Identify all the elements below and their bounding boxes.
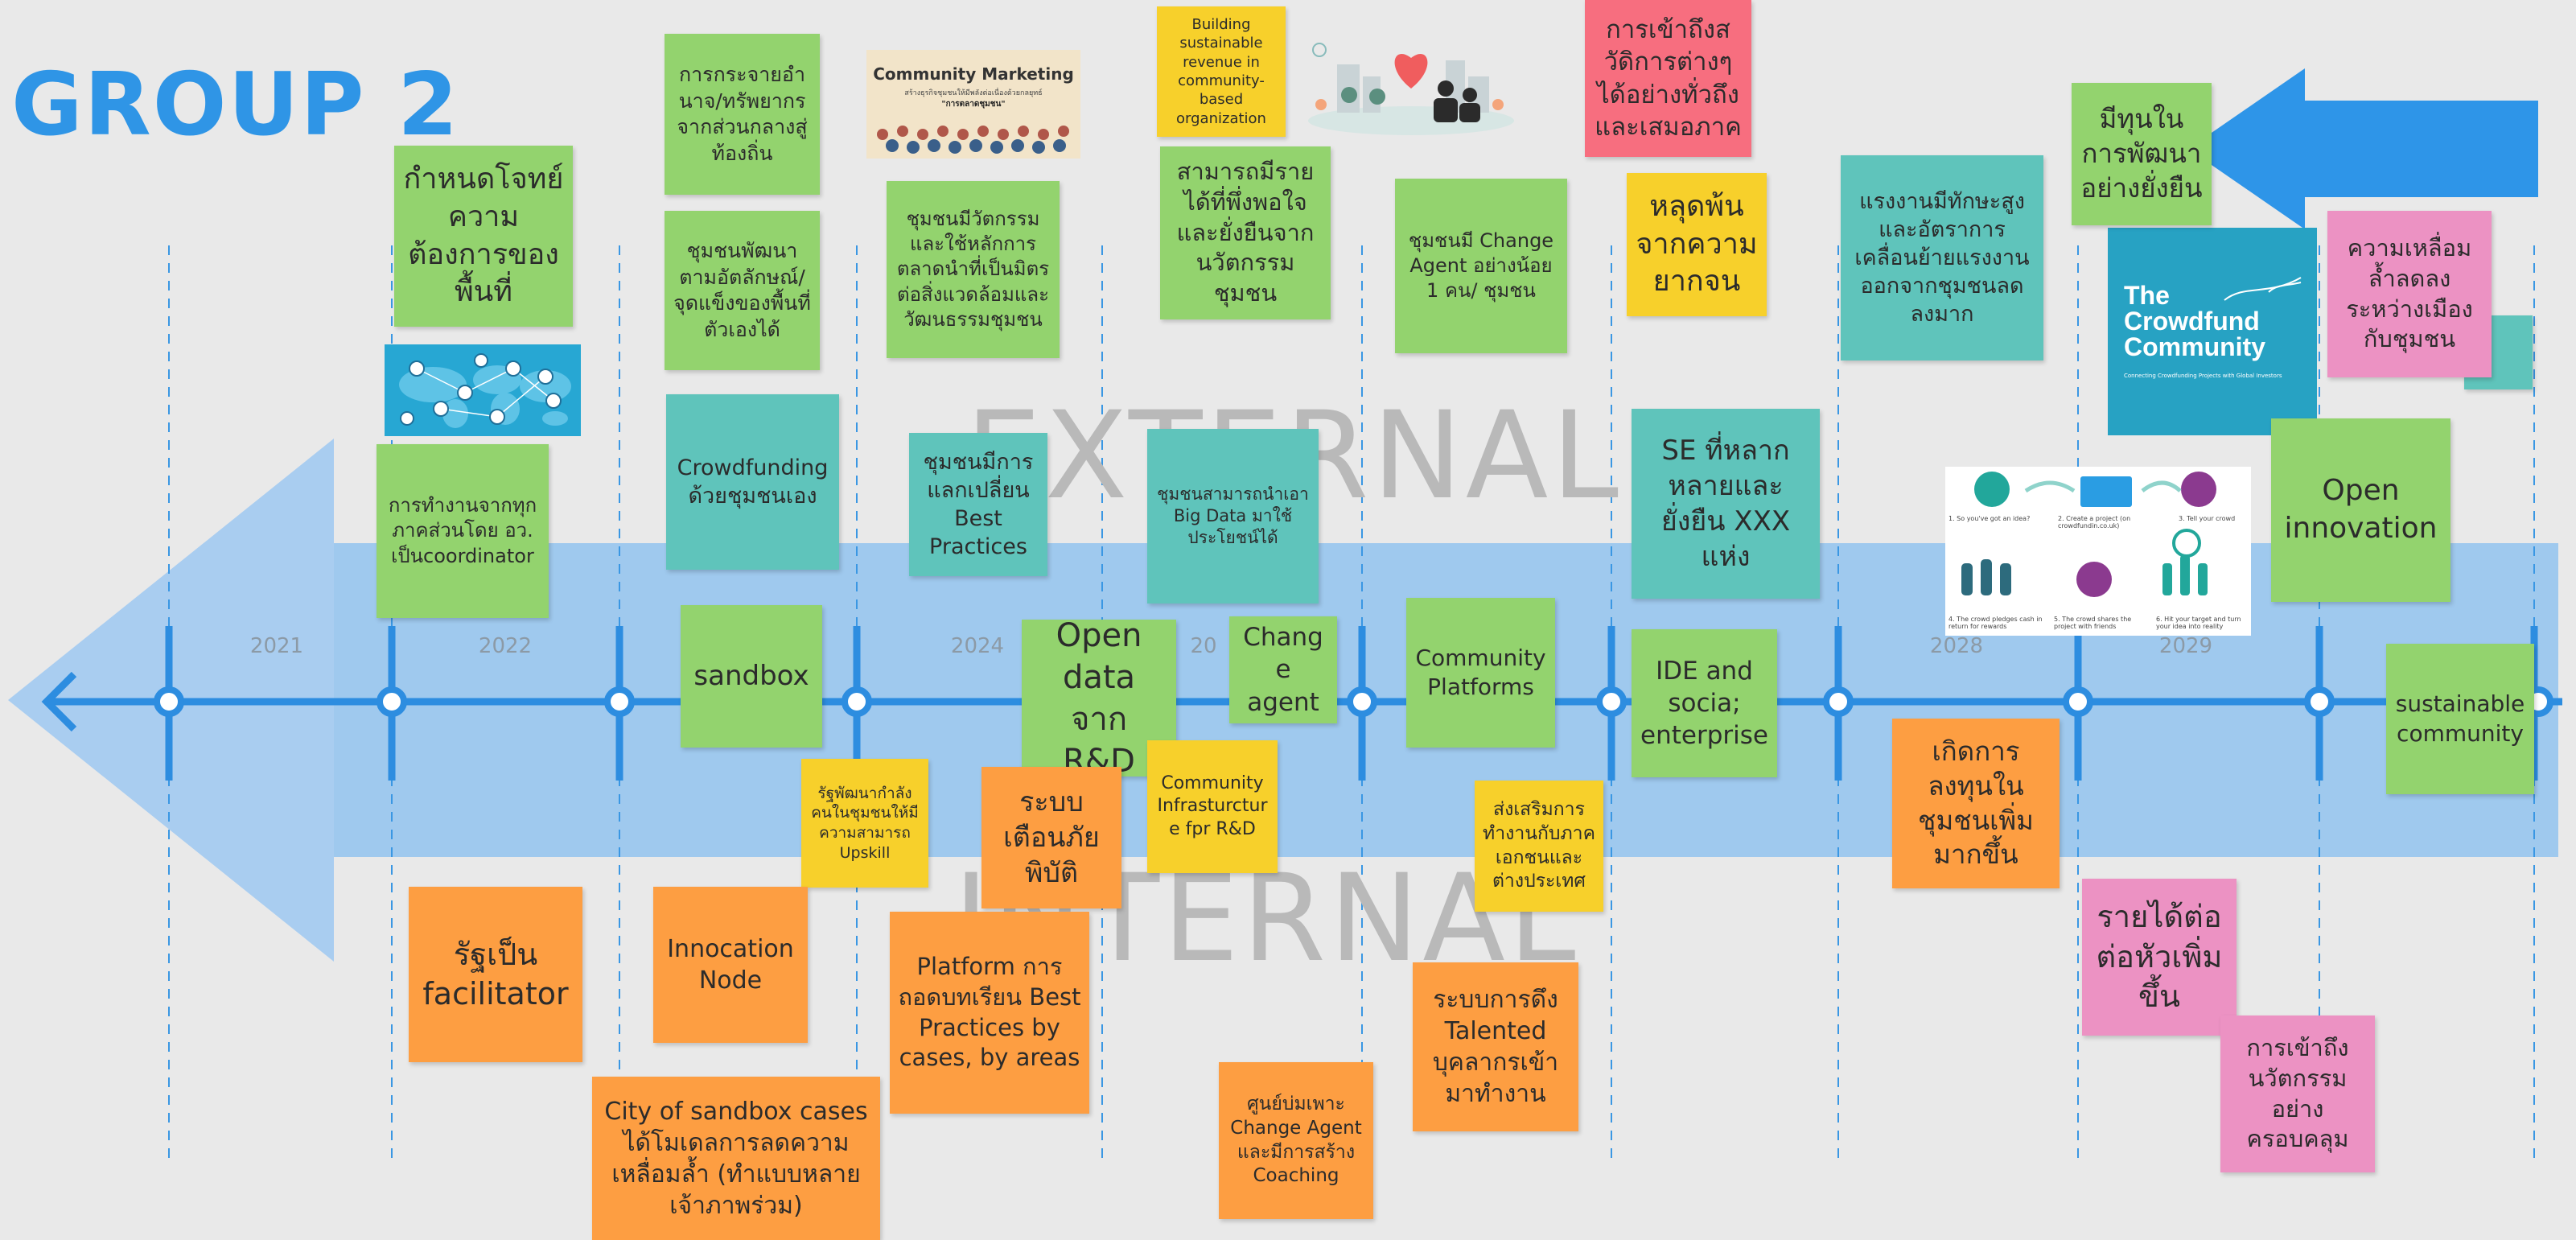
- step-3: 3. Tell your crowd: [2179, 515, 2236, 522]
- sticky-note[interactable]: ชุมชนมี Change Agent อย่างน้อย 1 คน/ ชุม…: [1395, 179, 1567, 353]
- sticky-note[interactable]: หลุดพ้นจากความยากจน: [1627, 173, 1767, 316]
- world-map-icon: [399, 353, 571, 428]
- sticky-note[interactable]: ชุมชนสามารถนำเอา Big Data มาใช้ประโยชน์ไ…: [1147, 429, 1319, 604]
- sticky-note[interactable]: แรงงานมีทักษะสูงและอัตราการเคลื่อนย้ายแร…: [1841, 155, 2043, 360]
- axis-arrowhead: [41, 671, 77, 732]
- step-1: 1. So you've got an idea?: [1948, 515, 2031, 522]
- sticky-note[interactable]: ส่งเสริมการทำงานกับภาคเอกชนและต่างประเทศ: [1475, 781, 1603, 912]
- year-label: 2022: [478, 634, 533, 658]
- sticky-note[interactable]: การกระจายอำนาจ/ทรัพยากรจากส่วนกลางสู่ท้อ…: [665, 34, 820, 195]
- sticky-note[interactable]: ศูนย์บ่มเพาะ Change Agent และมีการสร้าง …: [1219, 1062, 1373, 1219]
- community-marketing-subtitle: สร้างธุรกิจชุมชนให้มีพลังต่อเนื่องด้วยกล…: [904, 89, 1043, 97]
- steps-icons: [1961, 472, 2216, 597]
- direction-arrow: [2188, 68, 2538, 229]
- community-marketing-tagline: "การตลาดชุมชน": [941, 100, 1006, 109]
- sticky-note[interactable]: sustainable community: [2386, 644, 2534, 794]
- sticky-note[interactable]: Crowdfunding ด้วยชุมชนเอง: [666, 394, 839, 570]
- sticky-note[interactable]: การเข้าถึงสวัดิการต่างๆได้อย่างทั่วถึงแล…: [1585, 0, 1751, 157]
- community-people-image: [1305, 32, 1518, 141]
- crowdfunding-steps-image: 1. So you've got an idea? 2. Create a pr…: [1945, 467, 2251, 636]
- sticky-note[interactable]: ชุมชนมีการแลกเปลี่ยน Best Practices: [909, 433, 1047, 576]
- sticky-note[interactable]: IDE and socia; enterprise: [1632, 629, 1777, 777]
- board-title: GROUP 2: [11, 55, 460, 155]
- sticky-note[interactable]: Community Platforms: [1406, 598, 1555, 748]
- sticky-note[interactable]: Community Infrasturcture fpr R&D: [1147, 740, 1278, 873]
- sticky-note[interactable]: Platform การถอดบทเรียน Best Practices by…: [890, 912, 1089, 1114]
- people-heart-icon: [1308, 43, 1514, 135]
- crowdfund-community-image: The Crowdfund Community Connecting Crowd…: [2108, 228, 2317, 435]
- sticky-note[interactable]: รายได้ต่อต่อหัวเพิ่มขึ้น: [2082, 879, 2237, 1036]
- year-label: 2028: [1929, 634, 1984, 658]
- sticky-note[interactable]: ความเหลื่อมล้ำลดลงระหว่างเมืองกับชุมชน: [2327, 211, 2492, 377]
- sticky-note[interactable]: การเข้าถึงนวัตกรรมอย่างครอบคลุม: [2220, 1015, 2375, 1172]
- sticky-note[interactable]: Building sustainable revenue in communit…: [1157, 6, 1286, 137]
- world-network-image: [385, 344, 581, 436]
- sticky-note[interactable]: รัฐพัฒนากำลังคนในชุมชนให้มีความสามารถ Up…: [801, 759, 928, 888]
- crowdfund-line2: Crowdfund: [2124, 307, 2260, 336]
- community-marketing-image: Community Marketing สร้างธุรกิจชุมชนให้ม…: [866, 50, 1080, 159]
- crowdfund-line3: Community: [2124, 332, 2265, 361]
- sticky-note[interactable]: ระบบเตือนภัยพิบัติ: [981, 767, 1121, 908]
- step-6: 6. Hit your target and turn your idea in…: [2156, 616, 2241, 630]
- step-4: 4. The crowd pledges cash in return for …: [1948, 616, 2043, 630]
- crowdfund-tagline: Connecting Crowdfunding Projects with Gl…: [2124, 373, 2282, 379]
- crowdfund-line1: The: [2124, 281, 2170, 310]
- sticky-note[interactable]: เกิดการลงทุนในชุมชนเพิ่มมากขึ้น: [1892, 719, 2060, 888]
- sticky-note[interactable]: Innocation Node: [653, 887, 808, 1043]
- sticky-note[interactable]: ชุมชนมีวัตกรรมและใช้หลักการตลาดนำที่เป็น…: [887, 181, 1060, 358]
- sticky-note[interactable]: SE ที่หลากหลายและยั่งยืน XXX แห่ง: [1632, 409, 1820, 599]
- hand-icon: [2224, 277, 2302, 301]
- sticky-note[interactable]: ชุมชนพัฒนาตามอัตลักษณ์/จุดแข็งของพื้นที่…: [665, 211, 820, 370]
- sticky-note[interactable]: การทำงานจากทุกภาคส่วนโดย อว. เป็นcoordin…: [377, 444, 549, 618]
- sticky-note[interactable]: sandbox: [681, 605, 822, 748]
- sticky-note[interactable]: ระบบการดึง Talented บุคลากรเข้ามาทำงาน: [1413, 962, 1578, 1131]
- year-label: 2029: [2158, 634, 2213, 658]
- crowd-icon: [877, 126, 1069, 154]
- step-5: 5. The crowd shares the project with fri…: [2054, 616, 2132, 630]
- sticky-note[interactable]: Open innovation: [2271, 418, 2450, 602]
- year-label: 20: [1190, 634, 1217, 658]
- step-2: 2. Create a project (on crowdfundin.co.u…: [2058, 515, 2131, 529]
- sticky-note[interactable]: Open data จาก R&D: [1022, 620, 1176, 777]
- sticky-note[interactable]: กำหนดโจทย์ความต้องการของพื้นที่: [394, 146, 573, 327]
- sticky-note[interactable]: สามารถมีรายได้ที่พึ่งพอใจและยั่งยืนจากนว…: [1160, 146, 1331, 319]
- year-label: 2021: [249, 634, 304, 658]
- community-marketing-title: Community Marketing: [873, 64, 1074, 84]
- sticky-note[interactable]: รัฐเป็น facilitator: [409, 887, 582, 1062]
- year-label: 2024: [950, 634, 1005, 658]
- sticky-note[interactable]: มีทุนในการพัฒนาอย่างยั่งยืน: [2072, 83, 2212, 225]
- sticky-note[interactable]: Change agent: [1229, 616, 1337, 723]
- sticky-note[interactable]: City of sandbox cases ได้โมเดลการลดความเ…: [592, 1077, 880, 1240]
